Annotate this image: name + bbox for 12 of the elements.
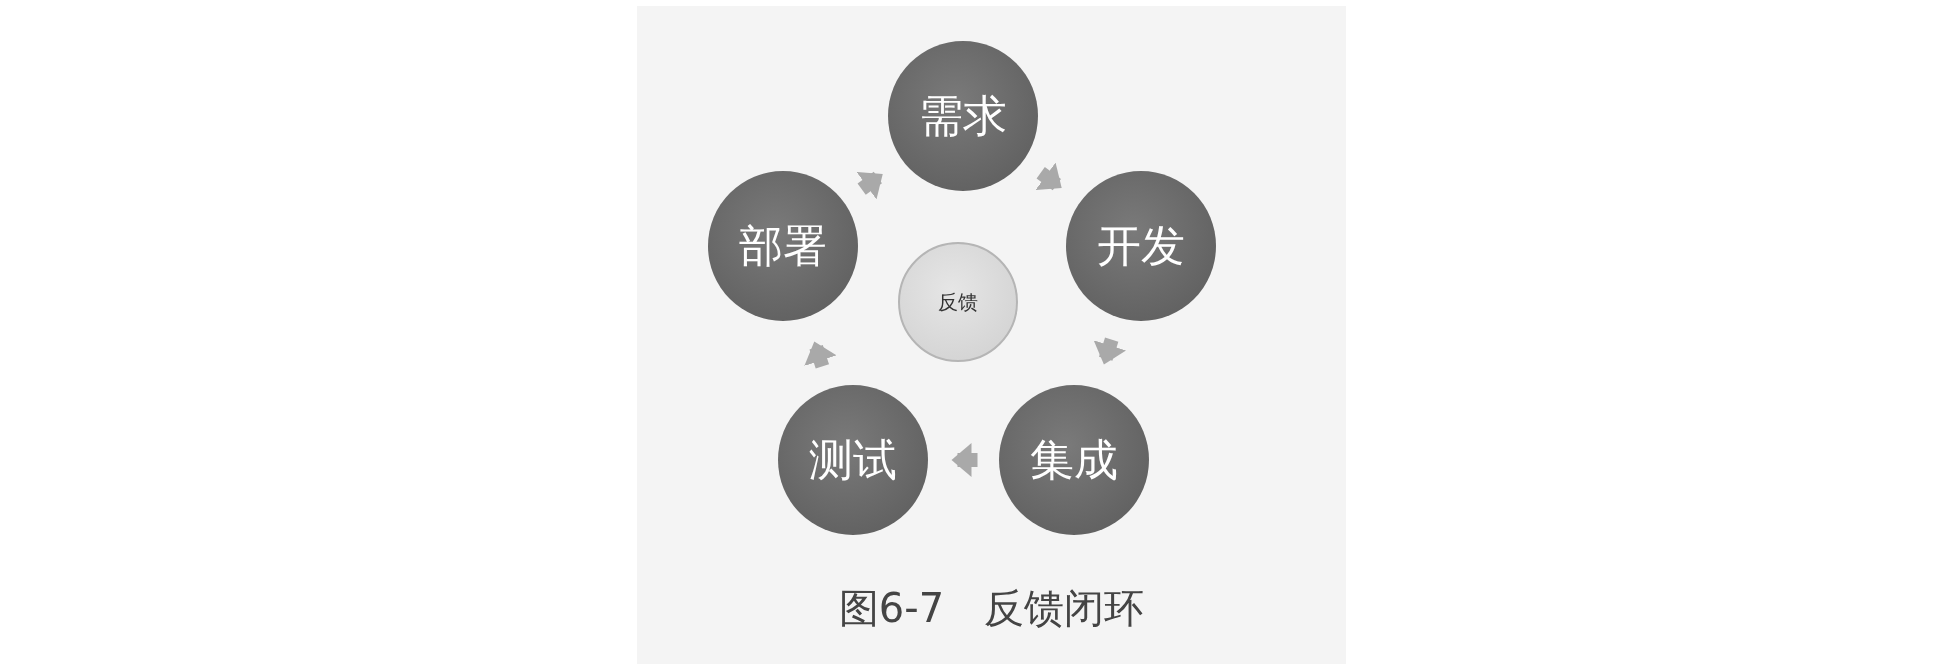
node-label: 测试 [809,432,897,487]
caption: 图6-7 反馈闭环 [838,585,1145,631]
node-label: 集成 [1030,432,1118,487]
arrow [1035,162,1062,191]
arrow [804,341,837,369]
node-label: 需求 [919,88,1007,143]
node-label: 反馈 [938,288,978,316]
arrow [951,443,978,477]
node-label: 开发 [1097,218,1185,273]
arrow [856,171,883,200]
arrow [1093,337,1127,365]
node-label: 部署 [739,218,827,273]
